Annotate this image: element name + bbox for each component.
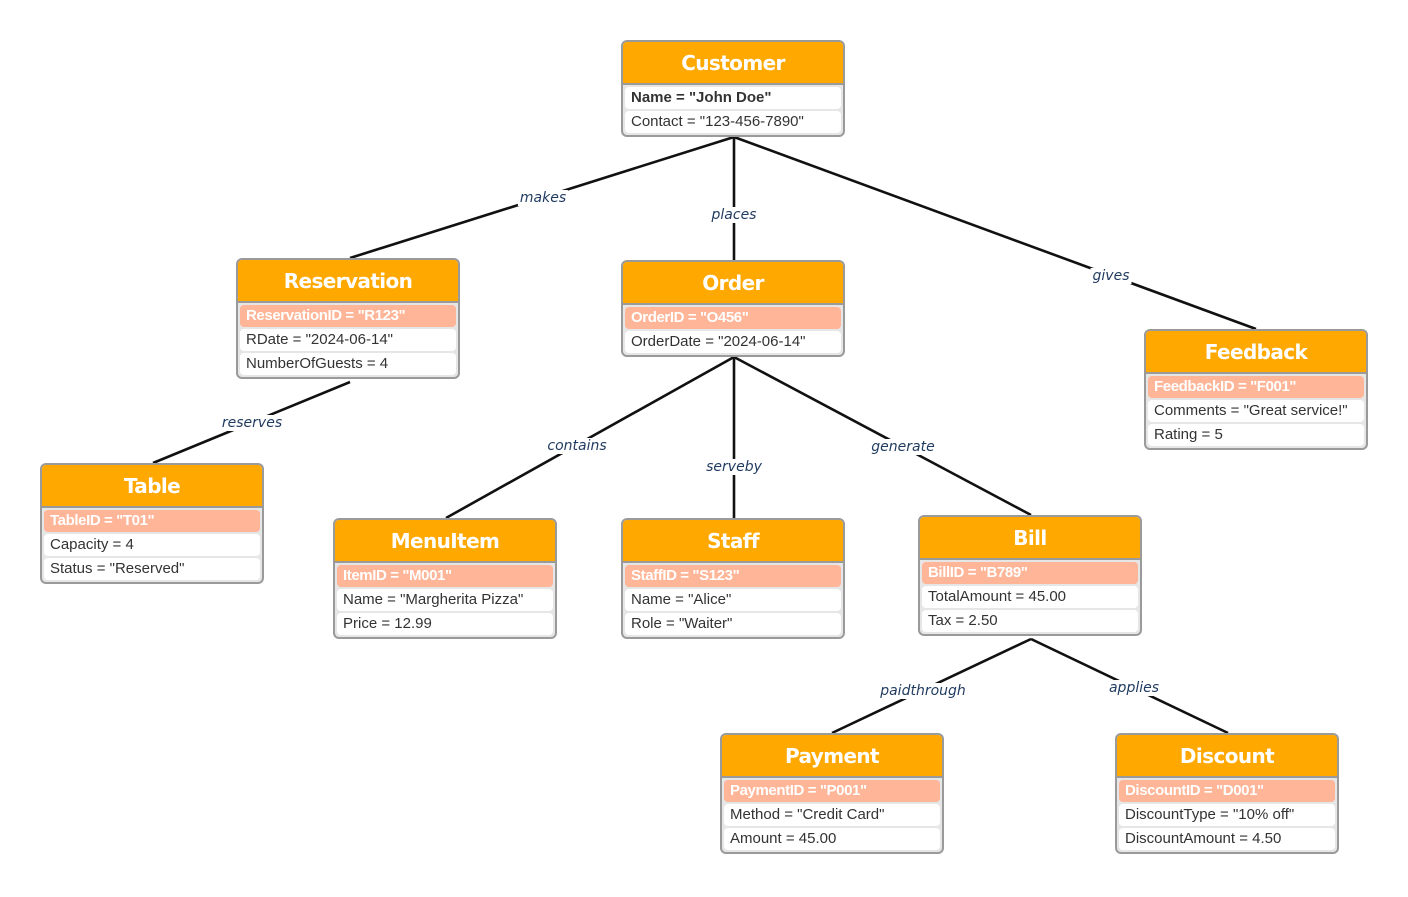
entity-title: Order: [623, 262, 843, 305]
attribute: DiscountType = "10% off": [1119, 804, 1335, 826]
attribute: Capacity = 4: [44, 534, 260, 556]
key-attribute: FeedbackID = "F001": [1148, 376, 1364, 398]
attribute: Role = "Waiter": [625, 613, 841, 635]
attribute: Tax = 2.50: [922, 610, 1138, 632]
attribute: RDate = "2024-06-14": [240, 329, 456, 351]
edge-label-serveby: serveby: [704, 459, 764, 475]
entity-title: Customer: [623, 42, 843, 85]
edge-label-gives: gives: [1090, 268, 1132, 284]
attribute: TotalAmount = 45.00: [922, 586, 1138, 608]
edge-contains: [445, 355, 735, 520]
entity-title: Bill: [920, 517, 1140, 560]
attribute: NumberOfGuests = 4: [240, 353, 456, 375]
key-attribute: TableID = "T01": [44, 510, 260, 532]
entity-table[interactable]: Table TableID = "T01" Capacity = 4 Statu…: [40, 463, 264, 584]
key-attribute: DiscountID = "D001": [1119, 780, 1335, 802]
entity-order[interactable]: Order OrderID = "O456" OrderDate = "2024…: [621, 260, 845, 357]
attribute: OrderDate = "2024-06-14": [625, 331, 841, 353]
attribute: Contact = "123-456-7890": [625, 111, 841, 133]
entity-title: Table: [42, 465, 262, 508]
edge-label-reserves: reserves: [219, 415, 285, 431]
entity-title: MenuItem: [335, 520, 555, 563]
key-attribute: OrderID = "O456": [625, 307, 841, 329]
attribute: Status = "Reserved": [44, 558, 260, 580]
entity-staff[interactable]: Staff StaffID = "S123" Name = "Alice" Ro…: [621, 518, 845, 639]
attribute: Name = "John Doe": [625, 87, 841, 109]
entity-discount[interactable]: Discount DiscountID = "D001" DiscountTyp…: [1115, 733, 1339, 854]
entity-title: Discount: [1117, 735, 1337, 778]
entity-title: Feedback: [1146, 331, 1366, 374]
entity-menuitem[interactable]: MenuItem ItemID = "M001" Name = "Margher…: [333, 518, 557, 639]
entity-title: Reservation: [238, 260, 458, 303]
entity-feedback[interactable]: Feedback FeedbackID = "F001" Comments = …: [1144, 329, 1368, 450]
key-attribute: ReservationID = "R123": [240, 305, 456, 327]
entity-payment[interactable]: Payment PaymentID = "P001" Method = "Cre…: [720, 733, 944, 854]
key-attribute: PaymentID = "P001": [724, 780, 940, 802]
key-attribute: ItemID = "M001": [337, 565, 553, 587]
attribute: Amount = 45.00: [724, 828, 940, 850]
edge-label-makes: makes: [517, 190, 569, 206]
edge-gives: [733, 135, 1257, 331]
entity-reservation[interactable]: Reservation ReservationID = "R123" RDate…: [236, 258, 460, 379]
entity-title: Payment: [722, 735, 942, 778]
edge-label-applies: applies: [1106, 680, 1162, 696]
attribute: DiscountAmount = 4.50: [1119, 828, 1335, 850]
attribute: Price = 12.99: [337, 613, 553, 635]
attribute: Rating = 5: [1148, 424, 1364, 446]
entity-customer[interactable]: Customer Name = "John Doe" Contact = "12…: [621, 40, 845, 137]
attribute: Name = "Alice": [625, 589, 841, 611]
attribute: Method = "Credit Card": [724, 804, 940, 826]
key-attribute: StaffID = "S123": [625, 565, 841, 587]
edge-label-paidthrough: paidthrough: [878, 683, 968, 699]
edge-label-places: places: [709, 207, 759, 223]
attribute: Comments = "Great service!": [1148, 400, 1364, 422]
edge-label-contains: contains: [545, 438, 609, 454]
attribute: Name = "Margherita Pizza": [337, 589, 553, 611]
entity-title: Staff: [623, 520, 843, 563]
entity-bill[interactable]: Bill BillID = "B789" TotalAmount = 45.00…: [918, 515, 1142, 636]
key-attribute: BillID = "B789": [922, 562, 1138, 584]
edge-label-generate: generate: [869, 439, 937, 455]
edge-generate: [733, 355, 1032, 517]
